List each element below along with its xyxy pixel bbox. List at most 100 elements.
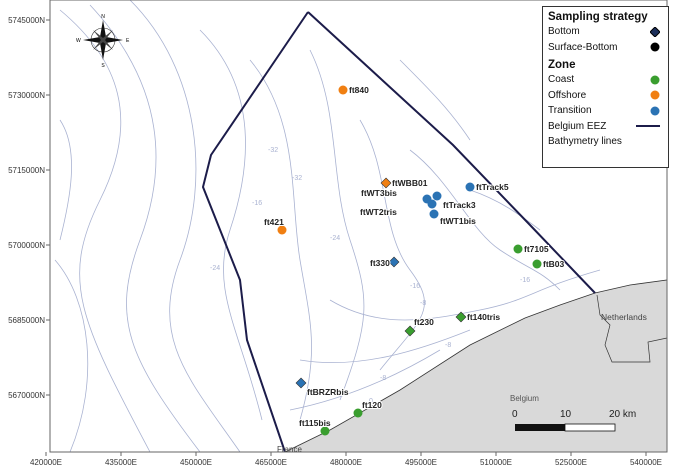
station-label: ft330 xyxy=(370,258,390,268)
station-ftWT3bis[interactable]: ftWT3bis xyxy=(360,187,432,204)
x-tick-label: 525000E xyxy=(555,458,587,467)
belgium-eez-line-east xyxy=(307,11,596,294)
station-circle-marker[interactable] xyxy=(427,199,437,209)
y-tick-label: 5670000N xyxy=(8,391,45,400)
station-ftTrack5[interactable]: ftTrack5 xyxy=(465,181,510,193)
station-circle-marker[interactable] xyxy=(338,85,348,95)
station-diamond-marker[interactable] xyxy=(455,311,467,323)
legend-zone-title: Zone xyxy=(548,59,576,71)
station-ftWBB01[interactable]: ftWBB01 xyxy=(380,177,429,189)
station-label: ft140tris xyxy=(467,312,500,322)
station-ftWT2tris[interactable]: ftWT2tris xyxy=(359,199,437,218)
legend-transition-label: Transition xyxy=(548,105,592,117)
scale-label-0: 0 xyxy=(512,409,518,420)
station-ftBRZRbis[interactable]: ftBRZRbis xyxy=(295,377,350,398)
station-label: ftBRZRbis xyxy=(307,387,349,397)
station-circle-marker[interactable] xyxy=(465,182,475,192)
bathymetry-label: 0 xyxy=(369,398,373,405)
station-ft115bis[interactable]: ft115bis xyxy=(298,417,332,436)
station-ft840[interactable]: ft840 xyxy=(338,84,370,96)
station-label: ftWT3bis xyxy=(361,188,397,198)
station-ftTrack3[interactable]: ftTrack3 xyxy=(432,191,477,211)
bathymetry-label: -16 xyxy=(410,283,420,290)
y-tick-label: 5745000N xyxy=(8,16,45,25)
bathymetry-label: -24 xyxy=(210,265,220,272)
blue-circle-icon xyxy=(650,106,660,116)
legend: Sampling strategy Bottom Surface-Bottom … xyxy=(542,6,669,168)
station-label: ftTrack5 xyxy=(476,182,509,192)
compass-s: S xyxy=(101,63,105,69)
station-ft230[interactable]: ft230 xyxy=(404,316,435,337)
circle-icon xyxy=(650,42,660,52)
y-tick-label: 5730000N xyxy=(8,91,45,100)
station-label: ftB03 xyxy=(543,259,565,269)
x-tick-label: 480000E xyxy=(330,458,362,467)
netherlands-border xyxy=(596,294,668,363)
y-tick-label: 5715000N xyxy=(8,166,45,175)
station-label: ftWBB01 xyxy=(392,178,428,188)
station-circle-marker[interactable] xyxy=(320,426,330,436)
legend-surface-bottom: Surface-Bottom xyxy=(543,40,668,56)
station-ftWT1bis[interactable]: ftWT1bis xyxy=(429,209,477,227)
x-tick-label: 420000E xyxy=(30,458,62,467)
station-circle-marker[interactable] xyxy=(277,225,287,235)
station-circle-marker[interactable] xyxy=(429,209,439,219)
station-ft140tris[interactable]: ft140tris xyxy=(455,311,501,323)
bathymetry-label: -8 xyxy=(380,375,386,382)
station-ft330[interactable]: ft330 xyxy=(369,256,400,269)
station-label: ftTrack3 xyxy=(443,200,476,210)
station-label: ft421 xyxy=(264,217,284,227)
station-circle-marker[interactable] xyxy=(432,191,442,201)
station-circle-marker[interactable] xyxy=(532,259,542,269)
station-ftB03[interactable]: ftB03 xyxy=(532,258,566,270)
y-tick-label: 5700000N xyxy=(8,241,45,250)
station-ft120[interactable]: ft120 xyxy=(353,399,383,418)
label-france: France xyxy=(277,445,302,454)
station-label: ft230 xyxy=(414,317,434,327)
axes: 420000E 435000E 450000E 465000E 480000E 49500… xyxy=(8,16,662,467)
legend-coast-label: Coast xyxy=(548,74,575,86)
belgium-eez-line xyxy=(201,11,309,453)
station-diamond-marker[interactable] xyxy=(295,377,307,389)
scale-label-10: 10 xyxy=(560,409,572,420)
legend-eez-label: Belgium EEZ xyxy=(548,120,607,132)
x-tick-label: 495000E xyxy=(405,458,437,467)
station-ft421[interactable]: ft421 xyxy=(263,216,287,235)
x-tick-label: 465000E xyxy=(255,458,287,467)
station-diamond-marker[interactable] xyxy=(388,256,400,268)
legend-surface-bottom-label: Surface-Bottom xyxy=(548,41,618,53)
legend-strategy-title: Sampling strategy xyxy=(548,11,648,23)
station-circle-marker[interactable] xyxy=(353,408,363,418)
bathymetry-label: -32 xyxy=(292,175,302,182)
station-label: ft120 xyxy=(362,400,382,410)
x-tick-label: 450000E xyxy=(180,458,212,467)
diamond-icon xyxy=(650,26,660,37)
legend-offshore: Offshore xyxy=(543,88,668,104)
compass-n: N xyxy=(101,14,105,20)
compass-w: W xyxy=(76,38,81,44)
station-ft7105[interactable]: ft7105 xyxy=(513,243,550,255)
legend-offshore-label: Offshore xyxy=(548,89,587,101)
station-circle-marker[interactable] xyxy=(513,244,523,254)
x-tick-label: 540000E xyxy=(630,458,662,467)
legend-bottom: Bottom xyxy=(543,24,668,40)
station-diamond-marker[interactable] xyxy=(380,177,392,189)
x-tick-label: 510000E xyxy=(480,458,512,467)
station-label: ft7105 xyxy=(524,244,549,254)
bathymetry-label: -24 xyxy=(330,235,340,242)
bathymetry-label: -8 xyxy=(445,342,451,349)
x-tick-label: 435000E xyxy=(105,458,137,467)
label-netherlands: Netherlands xyxy=(601,312,647,322)
legend-bathy-label: Bathymetry lines xyxy=(548,136,622,148)
bathymetry-label: -16 xyxy=(252,200,262,207)
scale-label-20: 20 km xyxy=(609,409,636,420)
orange-circle-icon xyxy=(650,90,660,100)
green-circle-icon xyxy=(650,75,660,85)
station-diamond-marker[interactable] xyxy=(404,325,416,337)
map-frame xyxy=(49,0,668,453)
bathymetry-label: -8 xyxy=(420,300,426,307)
legend-transition: Transition xyxy=(543,103,668,119)
line-icon xyxy=(636,125,660,128)
